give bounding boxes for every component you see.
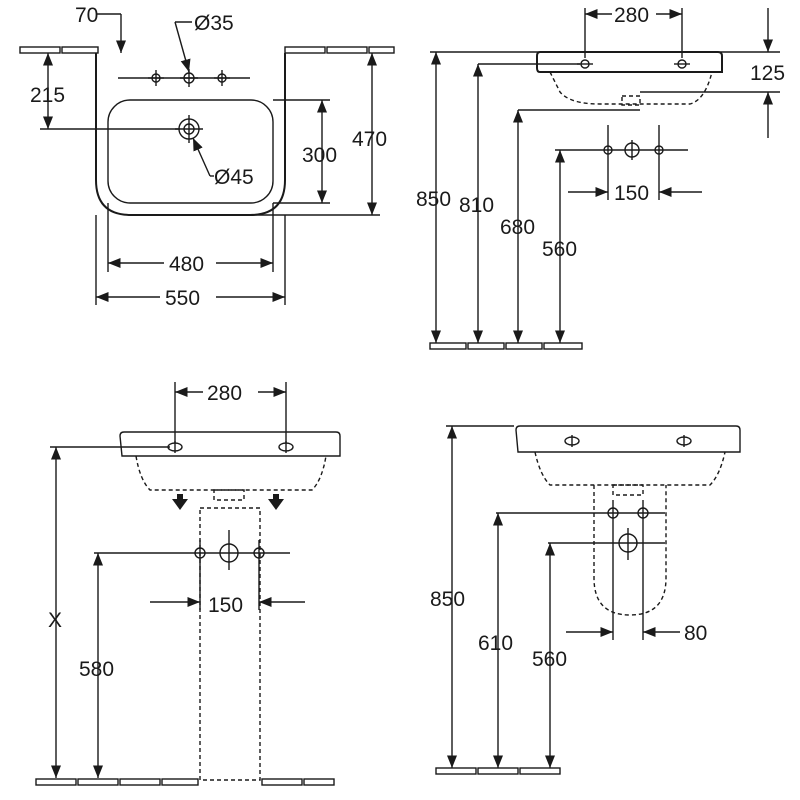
dim-280-top: 280	[614, 4, 649, 27]
dim-waste-hole-diameter: Ø45	[214, 166, 254, 189]
basin-front-right	[515, 425, 741, 453]
dim-850-bottom: 850	[430, 588, 465, 611]
dim-150-bottom: 150	[208, 594, 243, 617]
dim-70: 70	[75, 4, 98, 27]
semi-pedestal-view: 850 610 560 80	[430, 425, 741, 775]
dim-480: 480	[169, 253, 204, 276]
dim-550: 550	[165, 287, 200, 310]
floor-tiles-left	[35, 778, 335, 786]
dim-610: 610	[478, 632, 513, 655]
basin-outline	[95, 53, 286, 216]
dim-80: 80	[684, 622, 707, 645]
semi-pedestal-body	[593, 485, 667, 616]
tap-holes	[118, 69, 250, 87]
wall-connection-holes	[555, 125, 688, 200]
dim-560-top: 560	[542, 238, 577, 261]
dim-tap-hole-diameter: Ø35	[194, 12, 234, 35]
wall-elevation-view: 280 125 850 810 680	[416, 4, 785, 350]
bowl-outline	[107, 99, 274, 204]
floor-tiles-right	[435, 767, 561, 775]
dim-680: 680	[500, 216, 535, 239]
pedestal-view: 280 X 580 150	[35, 382, 341, 786]
dim-300: 300	[302, 144, 337, 167]
basin-rim	[536, 51, 723, 73]
dim-470: 470	[352, 128, 387, 151]
dim-560-bottom: 560	[532, 648, 567, 671]
wall-tiles	[19, 46, 395, 54]
basin-front	[119, 431, 341, 457]
floor-tiles	[429, 342, 583, 350]
dim-x: X	[48, 609, 62, 632]
dim-580: 580	[79, 658, 114, 681]
install-arrows	[172, 494, 284, 510]
dim-125: 125	[750, 62, 785, 85]
dim-215: 215	[30, 84, 65, 107]
dim-810: 810	[459, 194, 494, 217]
semi-pedestal-holes	[496, 500, 665, 640]
plan-view: 70 Ø35 215 300 470 Ø45 480 550	[19, 4, 395, 310]
pedestal-body	[199, 507, 261, 781]
basin-bowl-hidden	[549, 71, 713, 105]
dim-150-top: 150	[614, 182, 649, 205]
pedestal-holes	[94, 530, 290, 610]
dim-280-bottom: 280	[207, 382, 242, 405]
dim-850-top: 850	[416, 188, 451, 211]
